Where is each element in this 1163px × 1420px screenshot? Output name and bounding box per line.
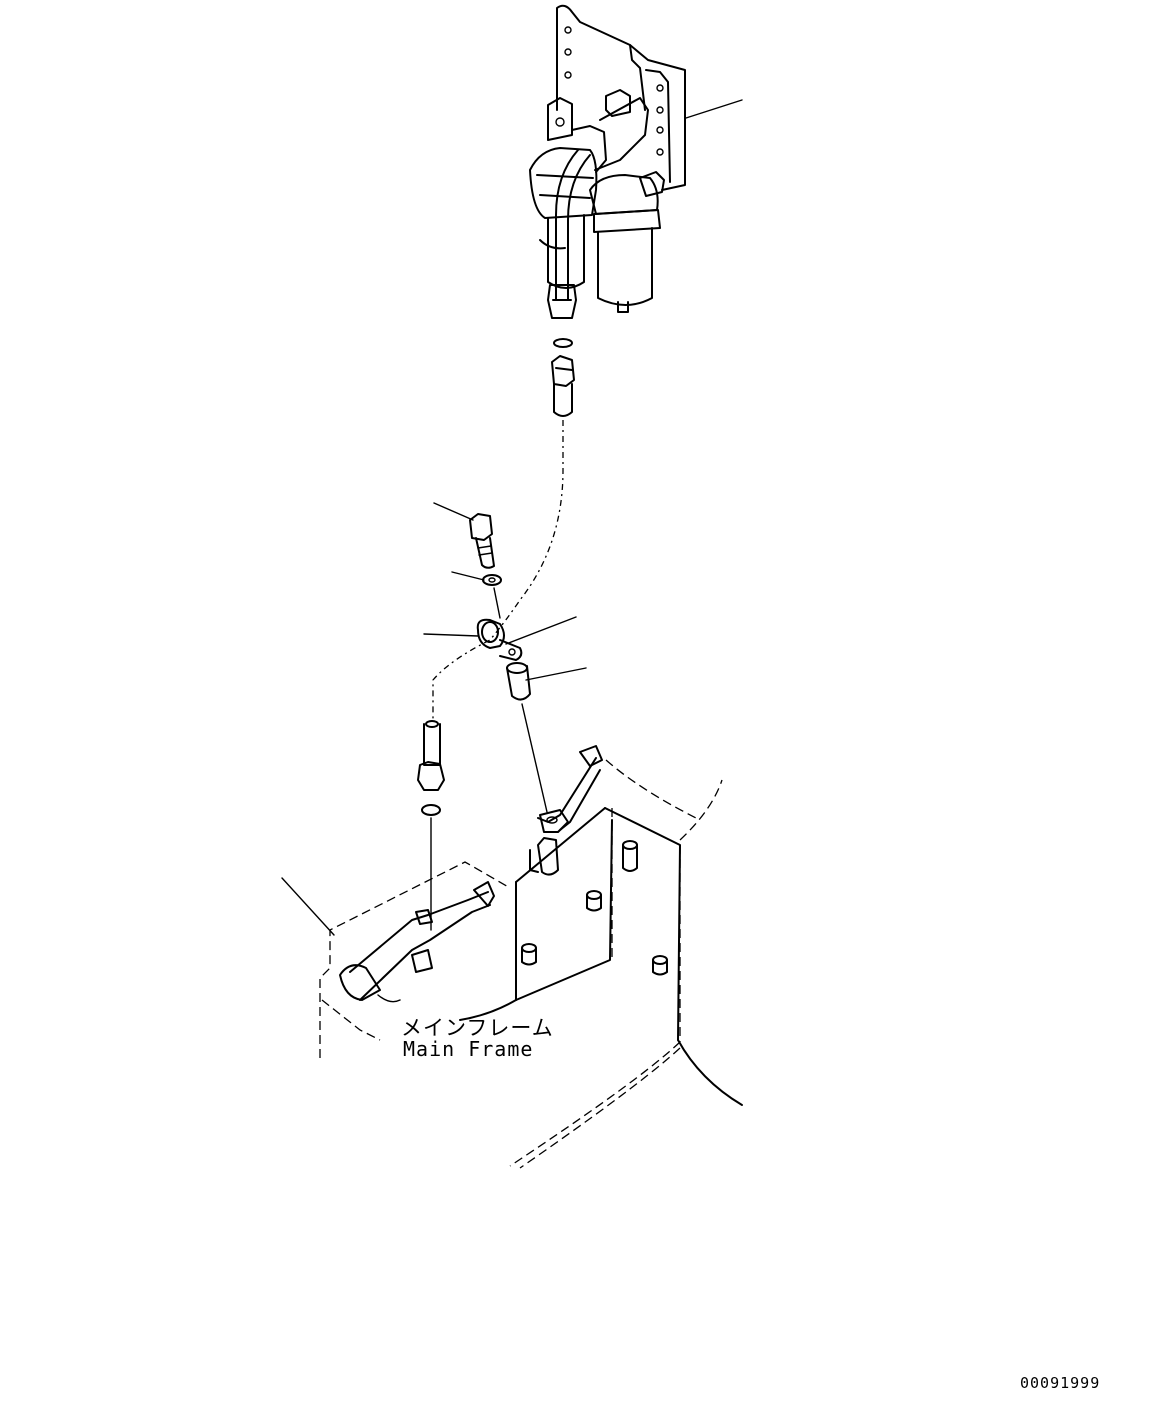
o-ring-lower: [421, 804, 441, 816]
bolt: [469, 513, 495, 569]
frame-bracket: [529, 745, 603, 876]
clamp-leader-left: [423, 633, 479, 637]
washer-leader: [451, 571, 485, 581]
hose-clamp: [476, 618, 523, 661]
spacer-leader: [525, 667, 587, 681]
main-frame-leader: [281, 877, 335, 936]
bracket-leader: [685, 99, 743, 119]
o-ring-upper: [553, 338, 573, 348]
fuel-hose: [432, 420, 564, 722]
main-frame-label-english: Main Frame: [403, 1037, 534, 1061]
fuel-filter-assembly: [529, 89, 665, 319]
spacer: [506, 662, 531, 701]
bolt-leader: [433, 502, 474, 521]
drawing-number: 00091999: [1020, 1374, 1101, 1392]
main-frame: [319, 759, 743, 1169]
clamp-leader-right: [505, 616, 577, 645]
hose-connector-upper: [551, 355, 575, 417]
hose-connector-lower: [417, 720, 445, 791]
washer: [482, 574, 502, 586]
assembly-line-spacer: [521, 703, 548, 813]
assembly-line-bolt: [493, 587, 501, 619]
main-frame-label-japanese: メインフレーム: [401, 1016, 554, 1040]
mounting-bracket: [556, 4, 686, 191]
